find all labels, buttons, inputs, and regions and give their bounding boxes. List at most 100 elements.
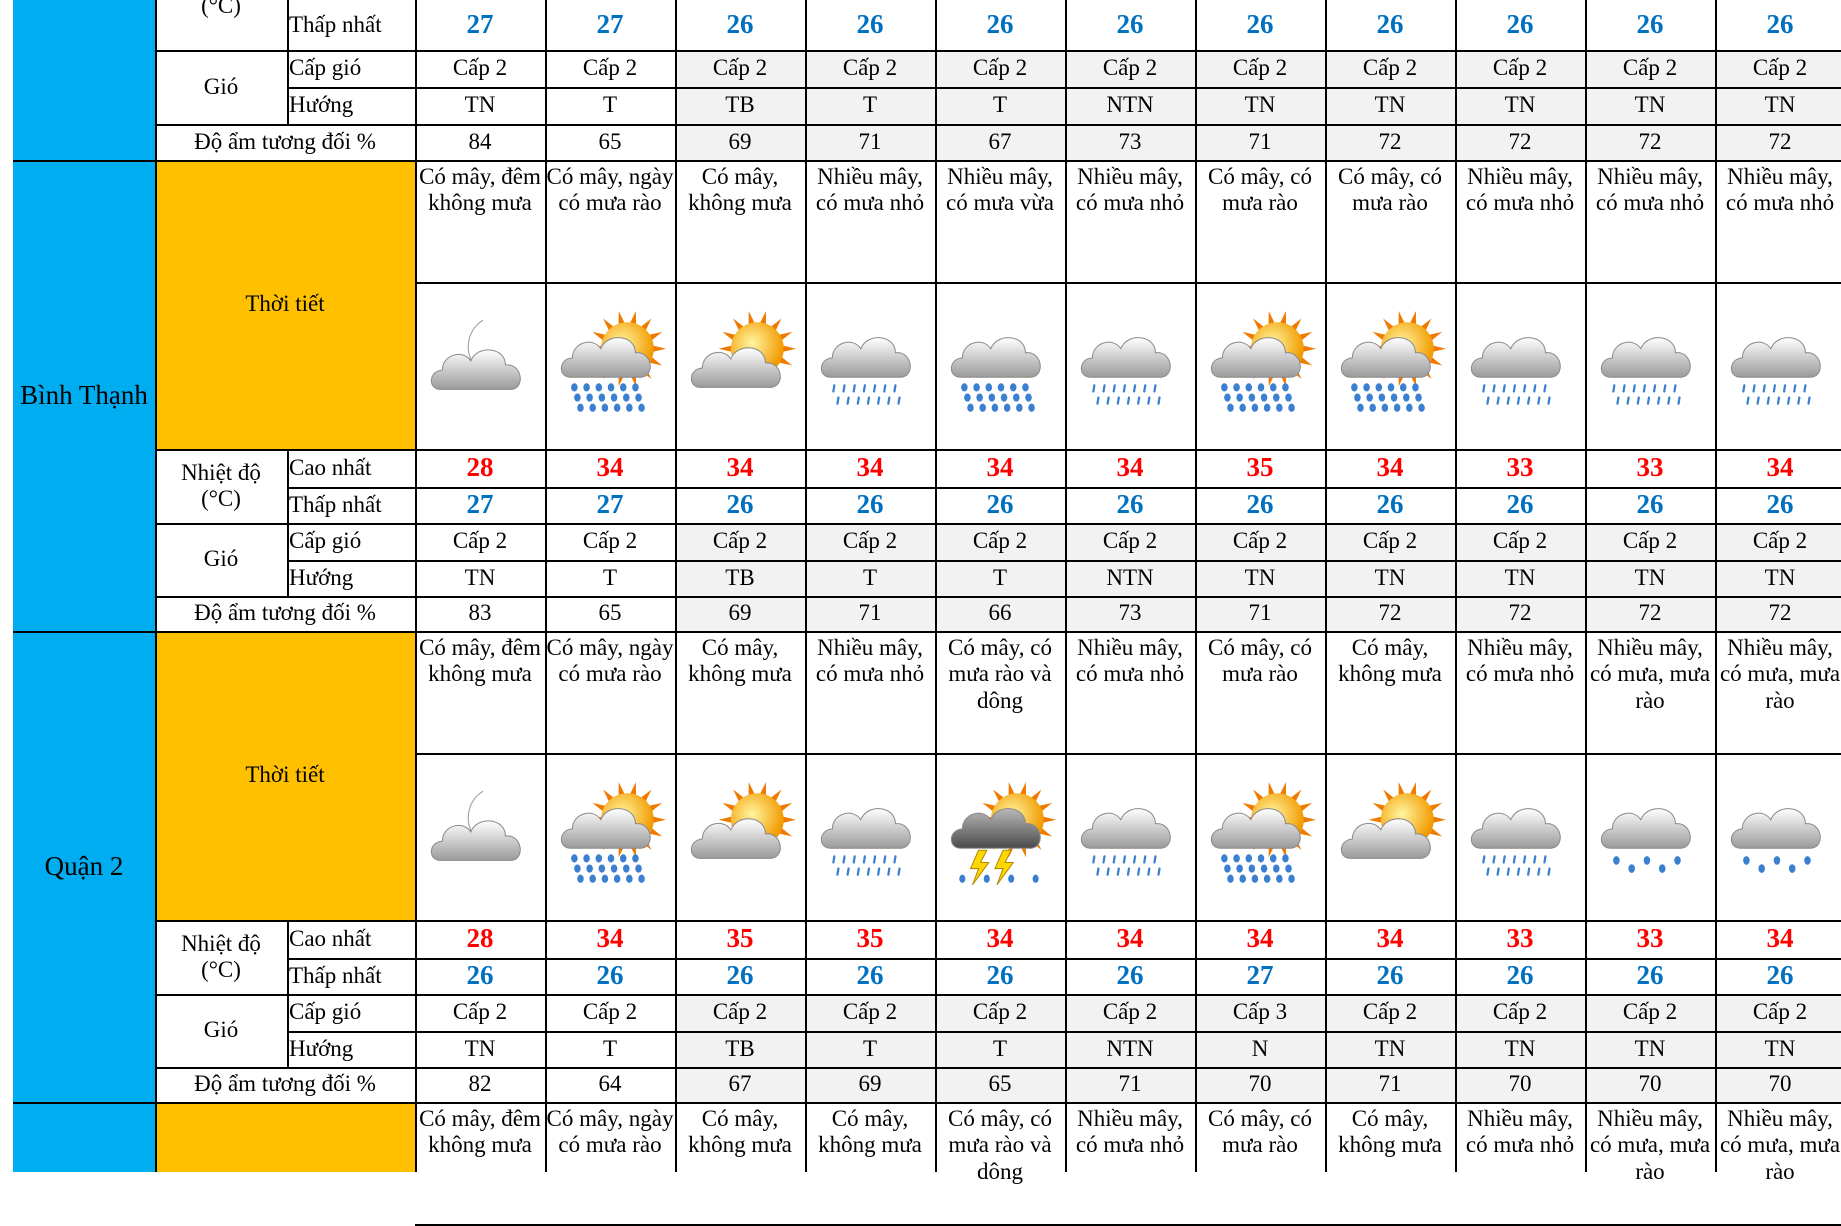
grid-line — [1585, 0, 1587, 160]
grid-line — [1455, 0, 1457, 160]
grid-line — [155, 631, 157, 1102]
wind-level-value: Cấp 2 — [1065, 523, 1195, 560]
wind-level-value: Cấp 2 — [1065, 50, 1195, 87]
moon-cloud-icon — [430, 790, 521, 861]
weather-description: Có mây, không mưa — [818, 1106, 922, 1158]
humidity-value: 71 — [1325, 1067, 1455, 1102]
min-temp-value: 26 — [1376, 960, 1404, 991]
weather-description: Có mây, có mưa rào và dông — [948, 635, 1052, 713]
grid-line — [155, 920, 1841, 922]
min-temp-value: 26 — [596, 960, 624, 991]
wind-direction-value: TN — [464, 92, 496, 118]
min-temp-value: 26 — [986, 9, 1014, 40]
weather-label — [155, 1102, 415, 1172]
humidity-value: 69 — [675, 124, 805, 160]
weather-description: Nhiều mây, có mưa nhỏ — [815, 635, 925, 687]
grid-line — [935, 0, 937, 160]
min-temp-value: 26 — [726, 9, 754, 40]
grid-line — [1065, 631, 1067, 1102]
wind-direction-value: TB — [675, 87, 805, 124]
weather-description: Nhiều mây, có mưa, mưa rào — [1719, 1106, 1841, 1184]
weather-description: Nhiều mây, có mưa nhỏ — [1075, 635, 1185, 687]
temperature-unit: (°C) — [155, 0, 287, 50]
wind-level-label: Cấp gió — [289, 999, 362, 1025]
wind-direction-value: T — [935, 87, 1065, 124]
weather-description: Nhiều mây, có mưa, mưa rào — [1719, 635, 1841, 713]
max-temp-label: Cao nhất — [289, 925, 372, 951]
grid-line — [287, 958, 1841, 960]
sun-cloud-icon — [690, 781, 796, 859]
weather-icon-cell — [1585, 753, 1715, 920]
grid-line — [1715, 160, 1717, 631]
wind-direction-value: TN — [1195, 87, 1325, 124]
cloud-rain-icon — [1730, 807, 1821, 873]
wind-level-value: Cấp 2 — [1715, 50, 1841, 87]
min-temp-value: 26 — [1246, 489, 1274, 520]
grid-line — [1715, 0, 1717, 160]
sun-cloud-shower-icon — [1340, 310, 1446, 412]
wind-level-label: Cấp gió — [289, 55, 362, 81]
weather-icon-cell — [1585, 282, 1715, 449]
cloud-light-rain-icon — [1470, 336, 1561, 405]
weather-description: Có mây, không mưa — [688, 164, 792, 216]
district-name: Bình Thạnh — [13, 160, 155, 631]
grid-line — [13, 1102, 1841, 1104]
min-temp-value: 26 — [986, 960, 1014, 991]
grid-line — [675, 1102, 677, 1172]
grid-line — [287, 87, 1841, 89]
weather-description: Nhiều mây, có mưa nhỏ — [1465, 1106, 1575, 1158]
humidity-label: Độ ẩm tương đối % — [194, 600, 376, 626]
wind-direction-label: Hướng — [289, 1035, 354, 1061]
weather-description: Có mây, có mưa rào — [1208, 1106, 1312, 1158]
wind-direction-value: T — [602, 564, 618, 590]
grid-line — [1585, 160, 1587, 631]
wind-level-value: Cấp 2 — [1195, 50, 1325, 87]
grid-line — [675, 631, 677, 1102]
weather-description: Có mây, có mưa rào — [1338, 164, 1442, 216]
min-temp-value: 26 — [466, 960, 494, 991]
weather-description: Nhiều mây, có mưa nhỏ — [1595, 164, 1705, 216]
min-temp-value: 26 — [1766, 960, 1794, 991]
grid-line — [155, 523, 1841, 525]
temp-label-text: Nhiệt độ — [181, 930, 261, 956]
max-temp-value: 34 — [1116, 923, 1144, 954]
humidity-value: 72 — [1455, 596, 1585, 631]
wind-direction-value: N — [1195, 1031, 1325, 1067]
sun-cloud-shower-icon — [560, 310, 666, 412]
min-temp-value: 26 — [1246, 9, 1274, 40]
min-temp-value: 26 — [1376, 9, 1404, 40]
weather-icon-cell — [675, 282, 805, 449]
grid-line — [1065, 160, 1067, 631]
min-temp-value: 26 — [856, 9, 884, 40]
grid-line — [155, 1067, 1841, 1069]
grid-line — [13, 631, 1841, 633]
grid-line — [675, 0, 677, 160]
cloud-light-rain-icon — [1600, 336, 1691, 405]
wind-level-value: Cấp 2 — [1065, 994, 1195, 1031]
grid-line — [155, 994, 1841, 996]
humidity-label: Độ ẩm tương đối % — [194, 1071, 376, 1097]
max-temp-value: 35 — [1246, 452, 1274, 483]
humidity-value: 82 — [468, 1071, 492, 1097]
max-temp-value: 34 — [986, 923, 1014, 954]
sun-cloud-icon — [690, 310, 796, 388]
district-name — [13, 1102, 155, 1172]
grid-line — [415, 1102, 417, 1172]
weather-description: Có mây, có mưa rào — [1208, 164, 1312, 216]
humidity-value: 65 — [598, 128, 622, 154]
weather-description: Có mây, ngày có mưa rào — [546, 635, 674, 687]
max-temp-value: 35 — [856, 923, 884, 954]
max-temp-value: 33 — [1636, 923, 1664, 954]
grid-line — [935, 1102, 937, 1172]
humidity-value: 73 — [1065, 596, 1195, 631]
weather-icon-cell — [1325, 753, 1455, 920]
min-temp-label: Thấp nhất — [289, 962, 382, 988]
min-temp-value: 26 — [726, 489, 754, 520]
weather-icon-cell — [1455, 282, 1585, 449]
wind-direction-value: T — [805, 87, 935, 124]
wind-direction-value: TN — [464, 1035, 496, 1061]
grid-line — [415, 0, 417, 160]
wind-level-value: Cấp 2 — [1195, 523, 1325, 560]
cloud-light-rain-icon — [1730, 336, 1821, 405]
weather-icon-cell — [545, 753, 675, 920]
